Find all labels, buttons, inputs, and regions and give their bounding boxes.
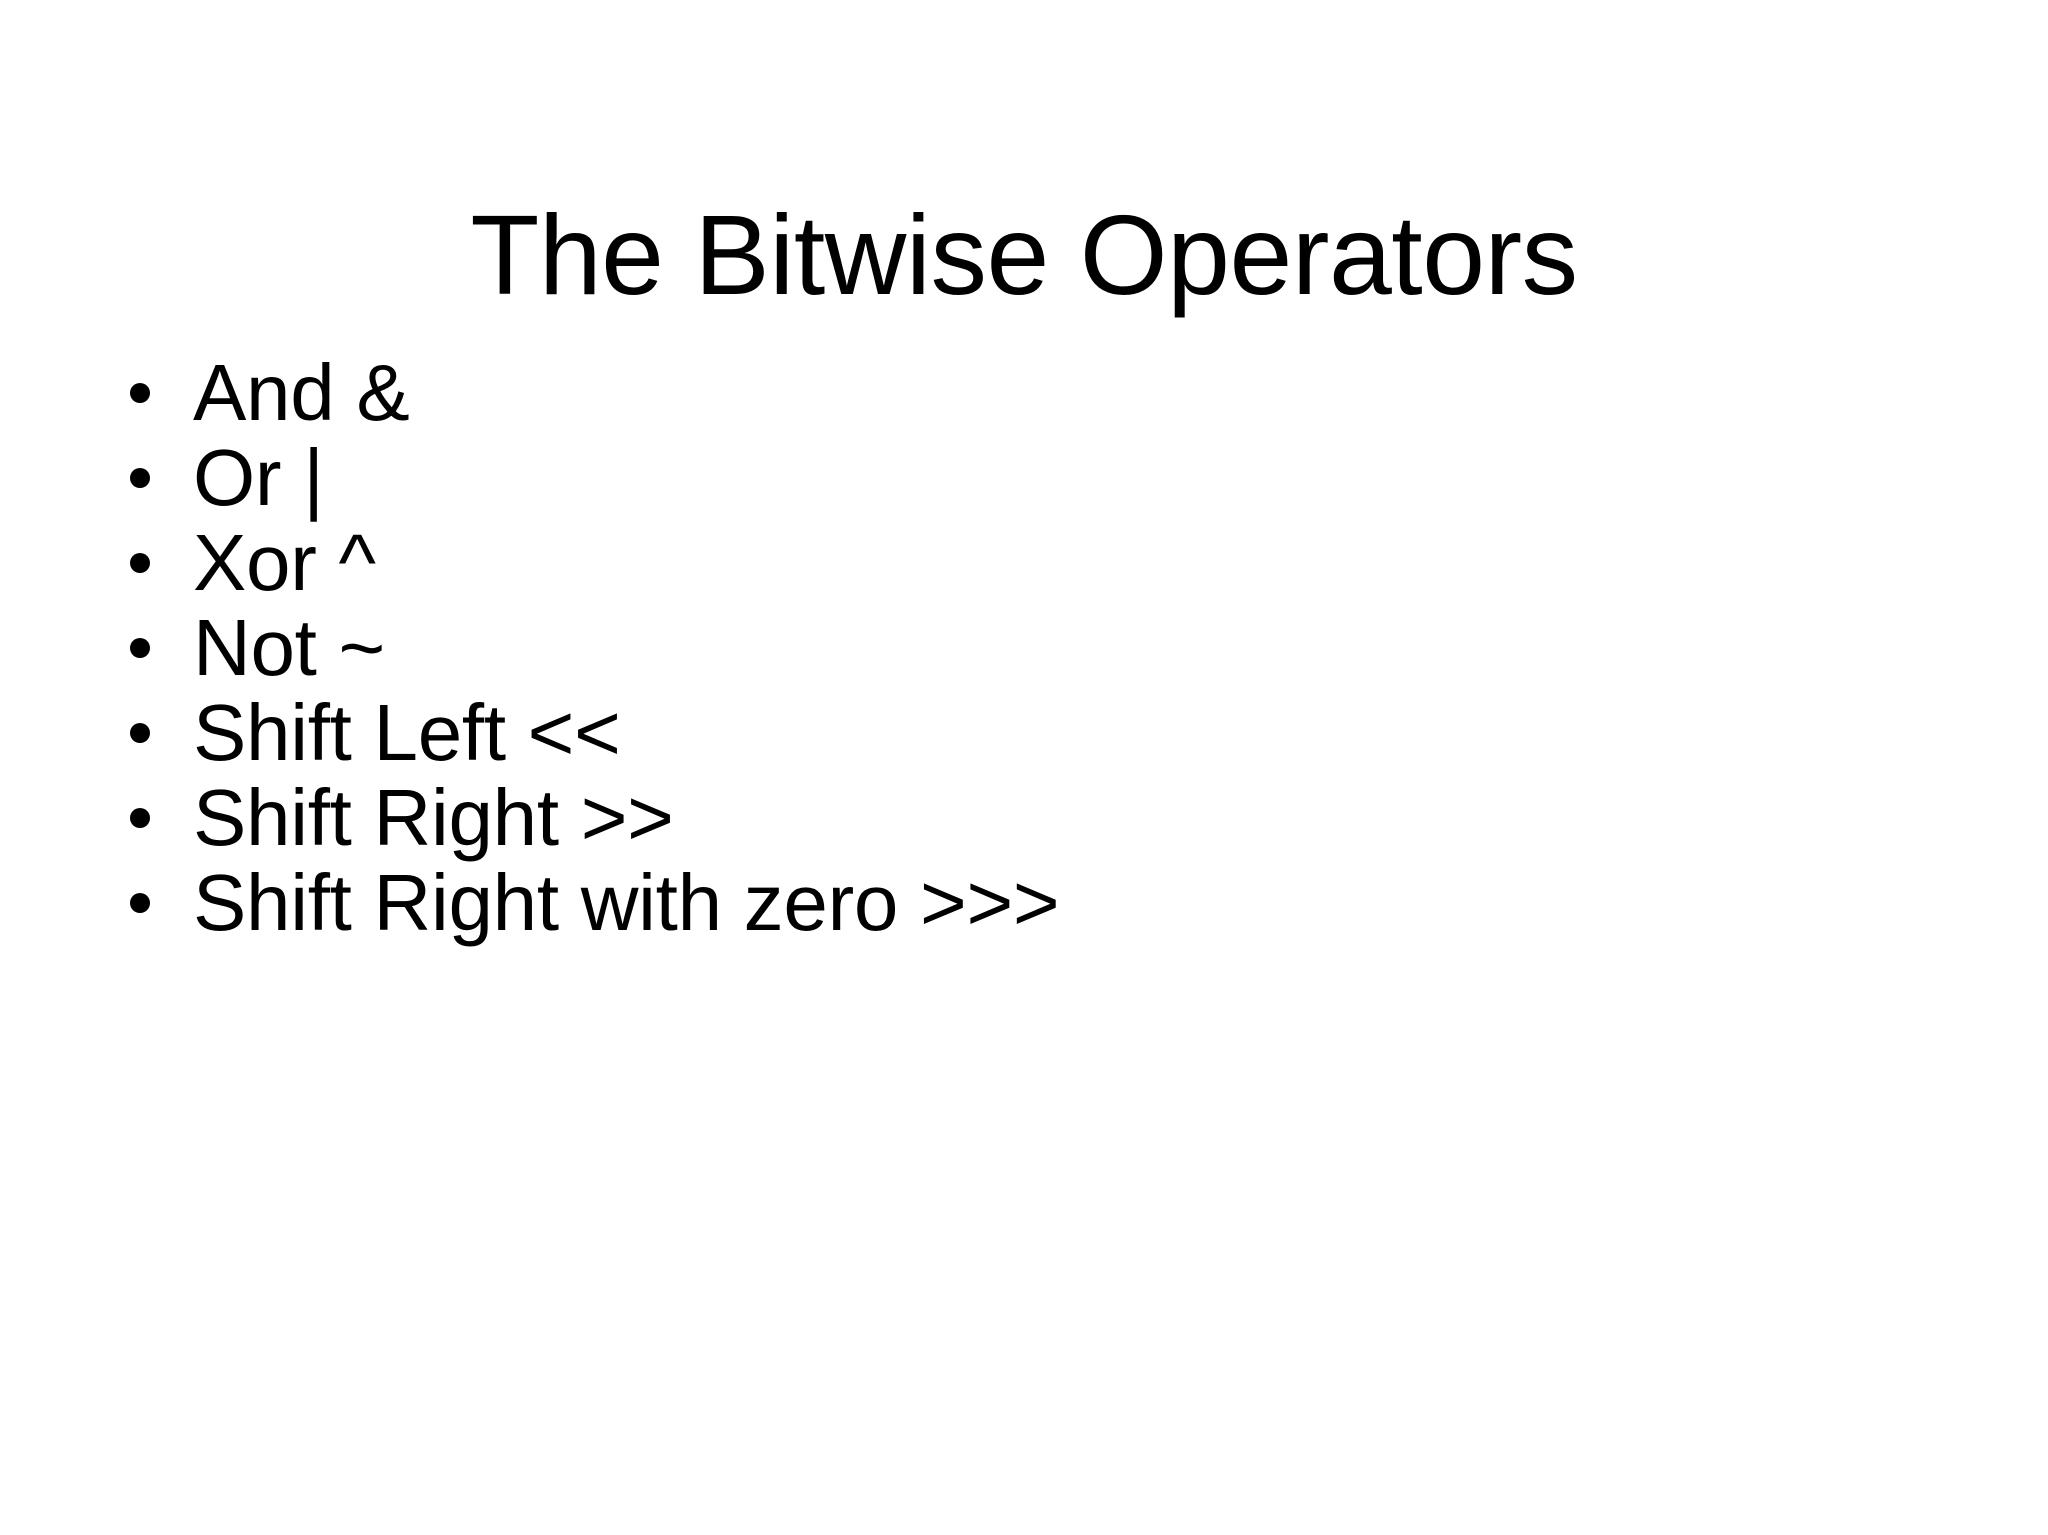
list-item: Xor ^ (112, 520, 1962, 605)
list-item-label: And & (193, 348, 410, 437)
bullet-point-icon (130, 722, 150, 743)
list-item: Shift Right with zero >>> (112, 860, 1962, 945)
list-item-label: Shift Right >> (193, 773, 674, 862)
bullet-point-icon (130, 637, 150, 658)
list-item-label: Shift Left << (193, 688, 621, 777)
page-title: The Bitwise Operators (470, 191, 1578, 318)
bullet-point-icon (130, 467, 150, 488)
list-item: And & (112, 350, 1962, 435)
list-item-label: Not ~ (193, 603, 385, 692)
bullet-list: And & Or | Xor ^ Not ~ Shift Left << Shi… (112, 350, 1962, 945)
list-item: Not ~ (112, 605, 1962, 690)
list-item: Or | (112, 435, 1962, 520)
bullet-point-icon (130, 807, 150, 828)
bullet-point-icon (130, 382, 150, 403)
list-item: Shift Left << (112, 690, 1962, 775)
bullet-point-icon (130, 552, 150, 573)
list-item-label: Or | (193, 433, 324, 522)
bullet-point-icon (130, 892, 150, 913)
list-item: Shift Right >> (112, 775, 1962, 860)
list-item-label: Xor ^ (193, 518, 376, 607)
list-item-label: Shift Right with zero >>> (193, 858, 1060, 947)
